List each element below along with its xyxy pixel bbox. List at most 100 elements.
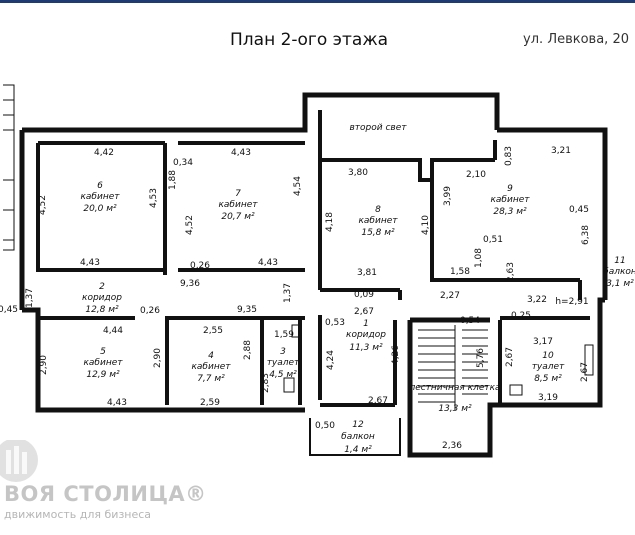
dim: 3,22 [527, 295, 547, 305]
room-9-name: кабинет [490, 195, 530, 205]
dim: 2,67 [354, 307, 374, 317]
dim: 2,90 [153, 348, 163, 368]
dim: 0,50 [315, 421, 335, 431]
room-5-area: 12,9 м² [86, 370, 120, 380]
room-1-name: коридор [346, 330, 386, 340]
dim: 4,54 [293, 176, 303, 196]
room-6-area: 20,0 м² [83, 204, 117, 214]
dim: 6,38 [581, 225, 591, 245]
dim: 5,76 [476, 348, 486, 368]
dim: 2,83 [261, 373, 271, 393]
dim: 2,88 [243, 340, 253, 360]
room-labels: 6 кабинет 20,0 м² 7 кабинет 20,7 м² 8 ка… [80, 123, 635, 455]
dim: 9,35 [237, 305, 257, 315]
dim: 3,99 [443, 186, 453, 206]
dim: 1,59 [274, 330, 294, 340]
dim: 2,67 [580, 362, 590, 382]
watermark-logo-icon [0, 440, 38, 482]
dim: 4,43 [107, 398, 127, 408]
dimension-labels: 4,42 4,43 0,34 1,88 4,52 4,53 4,52 4,54 … [0, 146, 591, 451]
dim: 1,08 [474, 248, 484, 268]
dim: 2,59 [200, 398, 220, 408]
dim: 4,43 [80, 258, 100, 268]
top-accent-bar [0, 0, 635, 3]
room-12-name: балкон [341, 432, 375, 442]
dim: 3,80 [348, 168, 368, 178]
dim: 4,52 [38, 195, 48, 215]
room-4-name: кабинет [191, 362, 231, 372]
second-light-label: второй свет [349, 123, 407, 133]
room-3-name: туалет [267, 358, 300, 368]
room-1-area: 11,3 м² [349, 343, 383, 353]
room-6-num: 6 [97, 181, 103, 191]
dim: 2,67 [368, 396, 388, 406]
room-2-num: 2 [99, 282, 105, 292]
dim: 4,42 [94, 148, 114, 158]
room-8-area: 15,8 м² [361, 228, 395, 238]
room-11-num: 11 [614, 256, 625, 266]
dim: 2,10 [466, 170, 486, 180]
dim: 2,36 [442, 441, 462, 451]
room-1-num: 1 [363, 319, 369, 329]
dim: 1,88 [168, 170, 178, 190]
toilet-fixtures [283, 324, 594, 396]
room-3-num: 3 [280, 347, 286, 357]
room-2-name: коридор [82, 293, 122, 303]
room-12-area: 1,4 м² [344, 445, 372, 455]
dim: 2,90 [39, 355, 49, 375]
dim: 2,55 [203, 326, 223, 336]
inner-walls [36, 110, 590, 407]
page-title: План 2-ого этажа [230, 30, 389, 50]
stair-steps [418, 325, 488, 410]
dim: 4,24 [326, 350, 336, 370]
dim: 9,36 [180, 279, 200, 289]
dim: 0,83 [504, 146, 514, 166]
room-5-num: 5 [100, 347, 106, 357]
room-7-area: 20,7 м² [221, 212, 255, 222]
dim: 3,21 [551, 146, 571, 156]
dim: 0,25 [511, 311, 531, 321]
dim: 2,27 [440, 291, 460, 301]
room-11-name: балкон [603, 267, 635, 277]
room-10-area: 8,5 м² [534, 374, 562, 384]
outer-walls [19, 92, 608, 458]
address-label: ул. Левкова, 20 [523, 32, 629, 47]
room-4-num: 4 [208, 351, 214, 361]
dim: 4,43 [258, 258, 278, 268]
room-12-num: 12 [352, 420, 364, 430]
left-exterior-stairs [3, 84, 15, 251]
room-9-area: 28,3 м² [493, 207, 527, 217]
dim: 4,10 [421, 215, 431, 235]
dim: 4,44 [103, 326, 123, 336]
room-6-name: кабинет [80, 192, 120, 202]
dim: 4,53 [149, 188, 159, 208]
watermark-brand: ВОЯ СТОЛИЦА® [4, 482, 207, 506]
dim: 4,43 [231, 148, 251, 158]
dim: 0,51 [483, 235, 503, 245]
room-8-name: кабинет [358, 216, 398, 226]
dim: 0,26 [140, 306, 160, 316]
room-10-name: туалет [532, 362, 565, 372]
dim: 0,54 [460, 316, 480, 326]
stair-name: лестничная клетка [408, 383, 500, 393]
room-7-name: кабинет [218, 200, 258, 210]
dim: 4,26 [391, 345, 401, 365]
dim: 1,58 [450, 267, 470, 277]
dim: 3,19 [538, 393, 558, 403]
dim: 0,45 [569, 205, 589, 215]
stair-area: 13,3 м² [438, 404, 472, 414]
dim: 1,37 [283, 283, 293, 303]
room-3-area: 4,5 м² [269, 370, 297, 380]
watermark-tagline: движимость для бизнеса [4, 508, 152, 521]
room-5-name: кабинет [83, 358, 123, 368]
dim: 4,18 [325, 212, 335, 232]
room-4-area: 7,7 м² [197, 374, 225, 384]
room-10-num: 10 [542, 351, 554, 361]
room-7-num: 7 [235, 189, 241, 199]
dim: 2,63 [506, 262, 516, 282]
dim: 0,53 [325, 318, 345, 328]
dim: 0,45 [0, 305, 18, 315]
ceiling-height: h=2,91 [555, 297, 588, 307]
dim: 3,81 [357, 268, 377, 278]
